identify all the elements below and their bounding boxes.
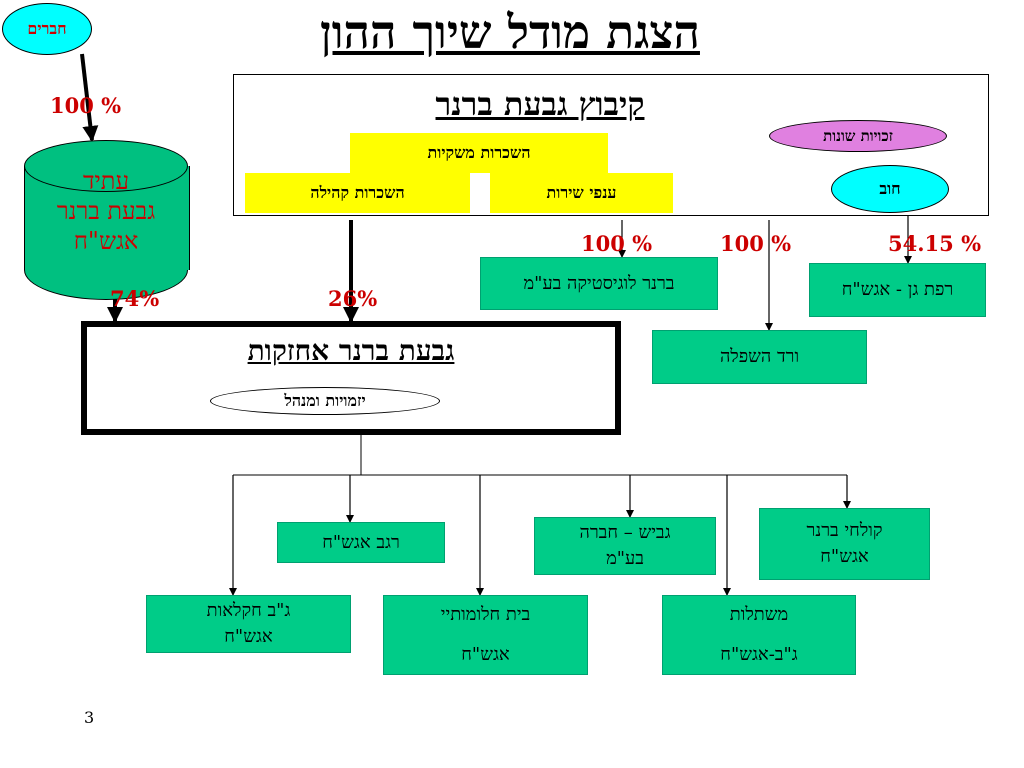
various-rights: זכויות שונות	[769, 120, 947, 152]
future-node: עתיד גבעת ברנר אגש"ח	[24, 166, 188, 256]
regev-node: רגב אגש"ח	[277, 522, 445, 563]
agri-node: ג"ב חקלאות אגש"ח	[146, 595, 351, 653]
rentals-community: השכרות קהילה	[245, 173, 470, 213]
gavish-line-2: בע"מ	[606, 548, 644, 569]
future-cylinder-top	[24, 140, 188, 192]
page-number: 3	[84, 708, 95, 727]
logistics-node: ברנר לוגיסטיקה בע"מ	[480, 257, 718, 310]
pct-members-future: 100 %	[50, 93, 122, 118]
kolchi-node: קולחי ברנר אגש"ח	[759, 508, 930, 580]
pct-refet: 54.15 %	[888, 231, 982, 256]
dreams-line-2: אגש"ח	[461, 644, 510, 665]
kibbutz-title: קיבוץ גבעת ברנר	[435, 85, 645, 123]
gavish-node: גביש – חברה בע"מ	[534, 517, 716, 575]
agri-line-1: ג"ב חקלאות	[206, 600, 291, 621]
pct-future-holdings: 74%	[110, 286, 160, 311]
nurseries-line-1: משתלות	[729, 604, 789, 625]
debt-node: חוב	[831, 165, 949, 213]
members-node: חברים	[2, 3, 92, 55]
service-branches: ענפי שירות	[490, 173, 673, 213]
gavish-line-1: גביש – חברה	[579, 522, 671, 543]
page-title: הצגת מודל שיוך ההון	[320, 5, 700, 59]
pct-vered: 100 %	[720, 231, 792, 256]
future-line-2: גבעת ברנר	[56, 197, 156, 225]
rentals-economic: השכרות משקיות	[350, 133, 608, 173]
holdings-sub: יזמויות ומנהל	[210, 387, 440, 415]
future-line-1: עתיד	[82, 167, 130, 195]
pct-kibbutz-holdings: 26%	[328, 286, 378, 311]
refet-node: רפת גן - אגש"ח	[809, 263, 986, 317]
pct-logistics: 100 %	[581, 231, 653, 256]
nurseries-node: משתלות ג"ב-אגש"ח	[662, 595, 856, 675]
agri-line-2: אגש"ח	[224, 626, 273, 647]
kolchi-line-1: קולחי ברנר	[806, 520, 883, 541]
vered-node: ורד השפלה	[652, 330, 867, 384]
future-line-3: אגש"ח	[73, 227, 139, 255]
holdings-box	[81, 321, 621, 435]
holdings-title: גבעת ברנר אחזקות	[247, 334, 455, 367]
arrow-members-future	[80, 53, 99, 142]
dreams-line-1: בית חלומותיי	[440, 604, 531, 625]
nurseries-line-2: ג"ב-אגש"ח	[720, 644, 798, 665]
kolchi-line-2: אגש"ח	[820, 546, 869, 567]
dreams-node: בית חלומותיי אגש"ח	[383, 595, 588, 675]
